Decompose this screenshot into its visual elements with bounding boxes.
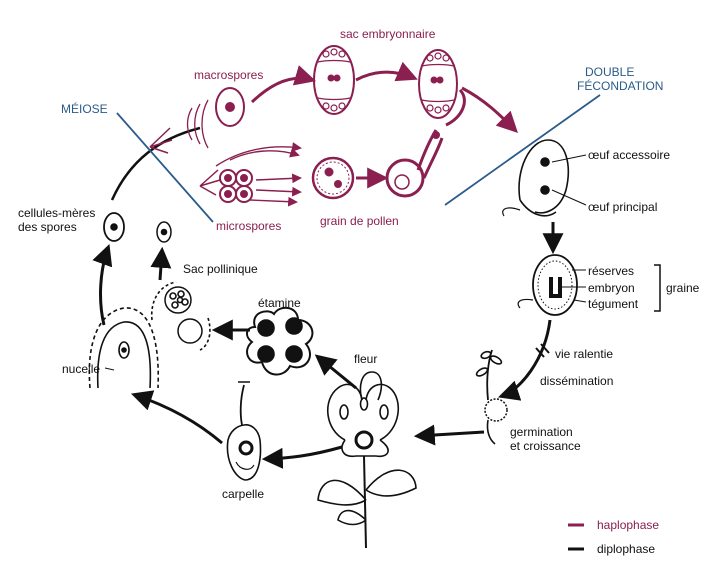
grain-de-pollen-label: grain de pollen bbox=[320, 214, 399, 228]
arrow-sac-to-cell bbox=[150, 246, 172, 281]
graine-label: graine bbox=[666, 281, 700, 295]
germinating-plant bbox=[475, 349, 508, 445]
diplophase-arrows bbox=[92, 222, 564, 469]
graine-bracket bbox=[654, 264, 661, 312]
germination-label-2: et croissance bbox=[510, 439, 581, 453]
cycle-arc bbox=[110, 126, 201, 201]
arrow-plant-to-fleur bbox=[413, 424, 485, 446]
macrospores-label: macrospores bbox=[194, 68, 264, 82]
double-fecondation-label-1: DOUBLE bbox=[585, 65, 635, 79]
flower bbox=[317, 371, 417, 549]
vie-ralentie-mark-1 bbox=[535, 347, 545, 358]
cycle-arc-right bbox=[572, 190, 586, 330]
arrow-fleur-to-etamine bbox=[314, 354, 357, 390]
arrow-carpelle-to-nucelle bbox=[131, 390, 223, 445]
fertilized-ovule bbox=[502, 139, 587, 217]
microspores-label: microspores bbox=[216, 219, 282, 233]
anther bbox=[246, 306, 314, 376]
pollen-grain-1 bbox=[311, 156, 355, 200]
pollen-grain-2 bbox=[385, 129, 444, 198]
vie-ralentie-label: vie ralentie bbox=[555, 347, 614, 361]
vie-ralentie-mark-2 bbox=[540, 343, 550, 354]
pollen-mother-cell bbox=[156, 221, 172, 243]
legend-marks bbox=[568, 523, 584, 551]
reserves-label: réserves bbox=[588, 264, 635, 278]
sac-pollinique-label: Sac pollinique bbox=[183, 262, 258, 276]
sac-embryonnaire-label: sac embryonnaire bbox=[340, 27, 436, 41]
fleur-label: fleur bbox=[354, 352, 378, 366]
etamine-label: étamine bbox=[258, 296, 301, 310]
arrow-graine-to-germination bbox=[498, 319, 552, 401]
germination-label-1: germination bbox=[510, 425, 573, 439]
double-fecondation-line bbox=[444, 94, 601, 206]
nucelle-label: nucelle bbox=[62, 362, 101, 376]
haplophase-drawings bbox=[149, 45, 518, 207]
arrow-nucelle-to-cell bbox=[92, 244, 113, 326]
seed bbox=[517, 254, 587, 316]
microspore-tetrad bbox=[219, 169, 253, 203]
carpel-drawing bbox=[226, 381, 262, 481]
cellules-meres-label-2: des spores bbox=[18, 220, 77, 234]
tegument-label: tégument bbox=[588, 297, 639, 311]
double-fecondation-label-2: FÉCONDATION bbox=[577, 79, 664, 93]
pollen-sac bbox=[151, 281, 211, 351]
dissemination-label: dissémination bbox=[540, 374, 614, 388]
oeuf-accessoire-label: œuf accessoire bbox=[588, 148, 671, 162]
embryo-sac-1 bbox=[313, 45, 355, 115]
oeuf-principal-label: œuf principal bbox=[588, 200, 658, 214]
ovule-mother-cell bbox=[103, 212, 125, 242]
macrospore-cell bbox=[215, 87, 245, 127]
diplophase-drawings bbox=[88, 139, 661, 549]
cellules-meres-label-1: cellules-mères bbox=[18, 206, 96, 220]
embryon-label: embryon bbox=[588, 281, 635, 295]
arrow-fleur-to-carpelle bbox=[261, 445, 343, 469]
embryo-sac-2 bbox=[418, 49, 458, 119]
meiose-line bbox=[116, 112, 214, 223]
meiose-label: MÉIOSE bbox=[61, 102, 108, 116]
carpelle-label: carpelle bbox=[222, 487, 265, 501]
legend-diplophase: diplophase bbox=[597, 542, 656, 556]
nucelle-drawing bbox=[88, 307, 160, 389]
legend-haplophase: haplophase bbox=[597, 518, 660, 532]
